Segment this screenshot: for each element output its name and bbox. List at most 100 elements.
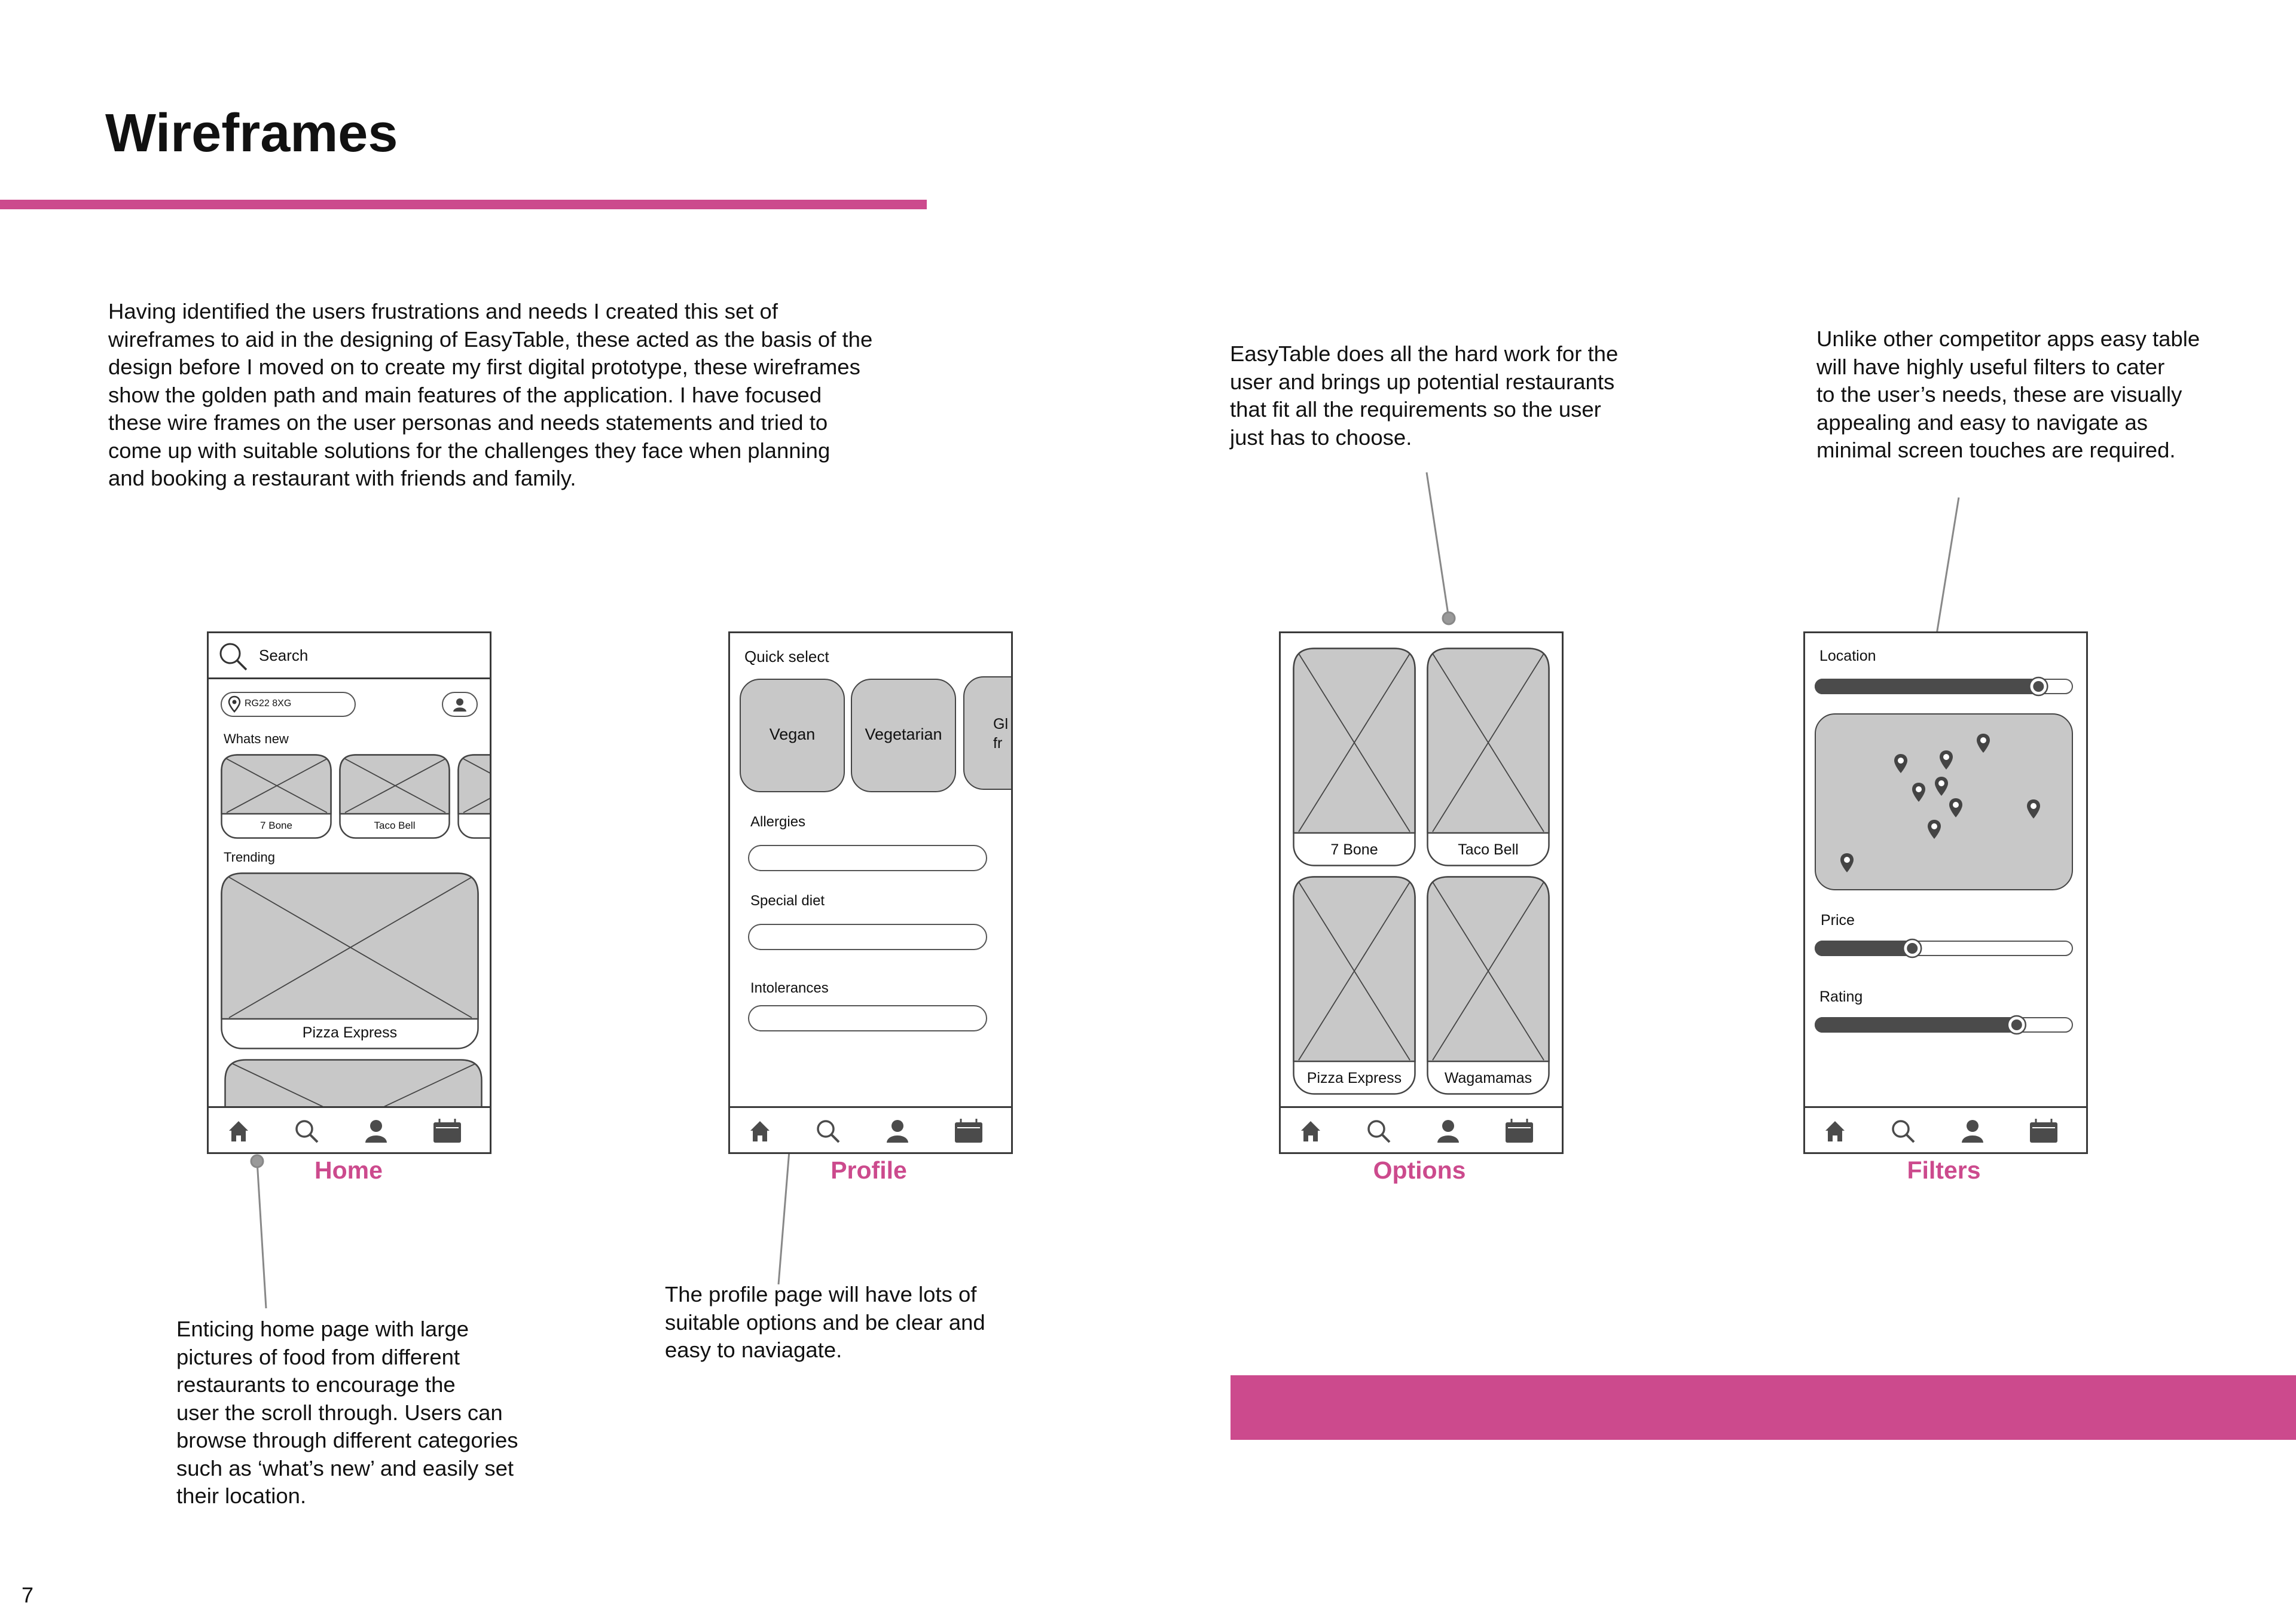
- chip-label: Gl fr: [993, 716, 1008, 752]
- profile-icon: [1437, 1120, 1459, 1143]
- map-pin-icon: [1912, 783, 1925, 802]
- profile-icon: [365, 1120, 387, 1143]
- price-slider[interactable]: [1815, 938, 2073, 958]
- account-button[interactable]: [442, 692, 478, 717]
- chip-label: Vegetarian: [865, 725, 942, 743]
- allergies-label: Allergies: [750, 814, 806, 830]
- restaurant-card[interactable]: Wagamamas: [1427, 876, 1550, 1095]
- decorative-accent-bar: [1231, 1375, 2296, 1440]
- search-placeholder: Search: [259, 646, 309, 664]
- whats-new-heading: Whats new: [224, 731, 289, 746]
- slider-knob-center: [2011, 1019, 2022, 1030]
- search-icon: [219, 643, 248, 671]
- map-pin-icon: [2027, 799, 2040, 819]
- location-slider[interactable]: [1815, 676, 2073, 697]
- rating-slider[interactable]: [1815, 1015, 2073, 1035]
- chip-label: Vegan: [769, 725, 816, 743]
- slider-knob-center: [2033, 681, 2044, 692]
- whats-new-card[interactable]: Taco Bell: [339, 754, 450, 839]
- chip-gluten-free-partial[interactable]: Gl fr: [963, 676, 1011, 790]
- whats-new-card-label: 7 Bone: [260, 820, 292, 831]
- home-wireframe: Search RG22 8XG Whats new 7 Bone Ta: [207, 631, 491, 1154]
- restaurant-card[interactable]: Taco Bell: [1427, 648, 1550, 866]
- chip-vegetarian[interactable]: Vegetarian: [851, 679, 956, 792]
- home-callout-line: [256, 1161, 267, 1309]
- calendar-icon: [1506, 1119, 1533, 1143]
- filters-callout-line: [1934, 497, 1960, 642]
- title-underline: [0, 200, 927, 209]
- trending-card-label: Pizza Express: [302, 1024, 398, 1041]
- chip-vegan[interactable]: Vegan: [740, 679, 845, 792]
- search-icon: [817, 1120, 840, 1143]
- profile-note: The profile page will have lots of suita…: [665, 1282, 985, 1362]
- profile-icon: [887, 1120, 908, 1143]
- whats-new-card-partial[interactable]: [457, 754, 490, 839]
- options-wireframe: 7 Bone Taco Bell Pizza Express Wagamamas: [1279, 631, 1564, 1154]
- user-icon: [453, 698, 466, 712]
- trending-card[interactable]: Pizza Express: [221, 872, 479, 1049]
- quick-select-heading: Quick select: [744, 648, 829, 666]
- home-icon: [1825, 1121, 1845, 1141]
- page-title: Wireframes: [105, 103, 398, 163]
- slider-knob-center: [1907, 943, 1918, 954]
- slider-fill: [1815, 1017, 2017, 1033]
- rating-slider-label: Rating: [1819, 988, 1863, 1005]
- filters-wireframe: Location Price Rating: [1803, 631, 2088, 1154]
- calendar-icon: [433, 1119, 461, 1143]
- home-note: Enticing home page with large pictures o…: [176, 1317, 518, 1508]
- page-number: 7: [22, 1583, 34, 1607]
- home-screen-label: Home: [315, 1156, 383, 1184]
- restaurant-card[interactable]: Pizza Express: [1293, 876, 1416, 1095]
- home-callout-dot: [250, 1154, 264, 1168]
- search-icon: [295, 1120, 319, 1143]
- trending-heading: Trending: [224, 850, 276, 865]
- intolerances-field[interactable]: [748, 1005, 987, 1031]
- home-icon: [750, 1121, 770, 1141]
- filters-note: Unlike other competitor apps easy table …: [1816, 326, 2200, 462]
- price-slider-label: Price: [1821, 912, 1855, 929]
- location-slider-label: Location: [1819, 648, 1876, 664]
- special-diet-label: Special diet: [750, 893, 825, 909]
- location-value: RG22 8XG: [245, 698, 292, 709]
- bottom-nav: [730, 1106, 1011, 1152]
- options-note: EasyTable does all the hard work for the…: [1230, 341, 1619, 450]
- calendar-icon: [2030, 1119, 2057, 1143]
- search-icon: [1892, 1120, 1915, 1143]
- intro-paragraph: Having identified the users frustrations…: [108, 299, 873, 490]
- profile-wireframe: Quick select Vegan Vegetarian Gl fr Alle…: [728, 631, 1013, 1154]
- restaurant-card-label: Taco Bell: [1458, 841, 1519, 858]
- map-pin-icon: [1977, 734, 1990, 753]
- bottom-nav: [209, 1106, 490, 1152]
- whats-new-card[interactable]: 7 Bone: [221, 754, 332, 839]
- allergies-field[interactable]: [748, 845, 987, 871]
- search-icon: [1367, 1120, 1391, 1143]
- map-pin-icon: [1949, 798, 1962, 817]
- map-view[interactable]: [1815, 713, 2073, 890]
- search-bar[interactable]: Search: [209, 633, 490, 679]
- options-callout-line: [1425, 472, 1450, 619]
- map-pin-icon: [1940, 750, 1953, 770]
- special-diet-field[interactable]: [748, 924, 987, 950]
- home-icon: [1301, 1121, 1320, 1141]
- slider-fill: [1815, 941, 1913, 956]
- map-pin-icon: [1894, 754, 1907, 773]
- options-callout-dot: [1442, 611, 1456, 625]
- slider-fill: [1815, 679, 2039, 694]
- options-screen-label: Options: [1373, 1156, 1466, 1184]
- map-pin-icon: [1928, 820, 1941, 839]
- map-pin-icon: [1840, 853, 1854, 872]
- whats-new-card-label: Taco Bell: [374, 820, 416, 831]
- home-icon: [229, 1121, 248, 1141]
- restaurant-card-label: Wagamamas: [1444, 1070, 1532, 1086]
- restaurant-card-label: 7 Bone: [1330, 841, 1378, 858]
- location-pin-icon: [228, 695, 241, 713]
- location-pill[interactable]: RG22 8XG: [221, 692, 356, 717]
- intolerances-label: Intolerances: [750, 980, 829, 996]
- calendar-icon: [955, 1119, 982, 1143]
- map-pin-icon: [1935, 777, 1948, 796]
- restaurant-card-label: Pizza Express: [1306, 1070, 1402, 1086]
- profile-callout-line: [777, 1135, 792, 1285]
- bottom-nav: [1281, 1106, 1562, 1152]
- restaurant-card[interactable]: 7 Bone: [1293, 648, 1416, 866]
- profile-screen-label: Profile: [831, 1156, 907, 1184]
